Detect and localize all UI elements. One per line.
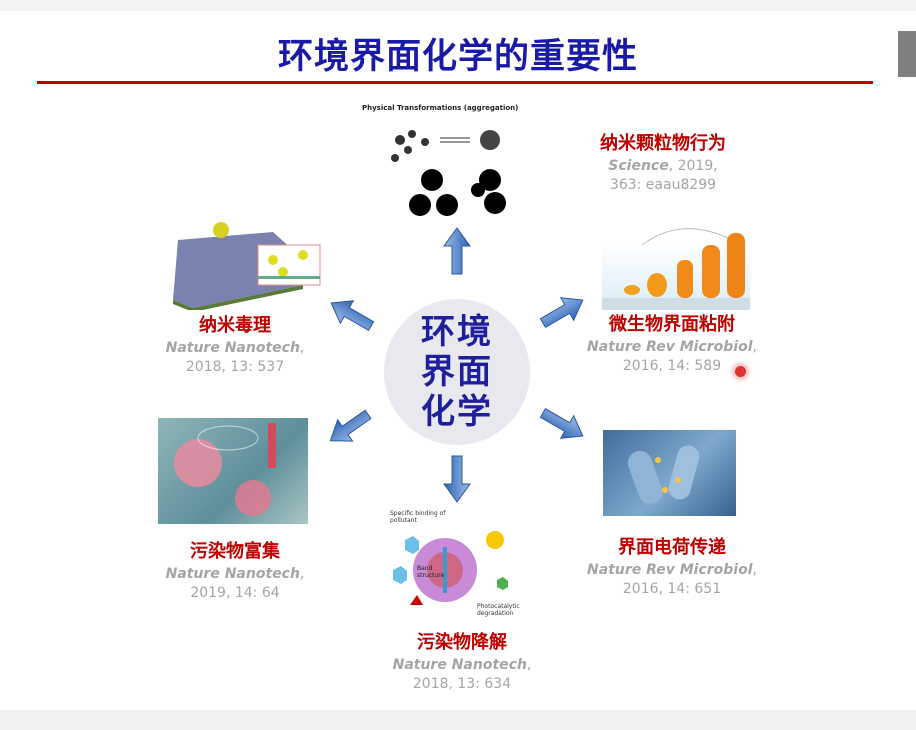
topic-nanotoxicology: 纳米毒理 Nature Nanotech, 2018, 13: 537 (135, 315, 335, 377)
topic-nanoparticle-behavior: 纳米颗粒物行为 Science, 2019, 363: eaau8299 (563, 133, 763, 195)
topic-title: 污染物富集 (190, 541, 280, 562)
charge-transfer-figure (603, 430, 736, 516)
center-circle: 环境 界面 化学 (384, 299, 530, 445)
top-bar (0, 0, 916, 11)
citation: , (752, 339, 757, 355)
arrow-down-icon (443, 455, 471, 503)
arrow-lower-left-icon (322, 403, 376, 452)
bottom-bar (0, 710, 916, 730)
journal: Nature Nanotech (165, 566, 300, 582)
nanotoxicity-figure (163, 210, 323, 310)
slide-title: 环境界面化学的重要性 (277, 37, 638, 77)
figure-label: Photocatalytic degradation (477, 603, 520, 617)
figure-caption: Physical Transformations (aggregation) (362, 104, 519, 112)
center-line: 化学 (421, 392, 493, 432)
pointer-indicator (735, 366, 746, 377)
topic-title: 微生物界面粘附 (609, 314, 735, 335)
aggregation-figure: Physical Transformations (aggregation) (350, 100, 535, 225)
arrow-up-icon (443, 227, 471, 275)
center-line: 环境 (421, 312, 493, 352)
side-scroll-handle[interactable] (898, 31, 916, 77)
citation-detail: 2018, 13: 537 (185, 359, 285, 375)
citation: , (299, 340, 305, 356)
pollutant-enrichment-figure (158, 418, 308, 524)
citation: , (752, 562, 757, 578)
arrow-lower-right-icon (535, 401, 590, 448)
citation: , 2019, (668, 158, 718, 174)
citation: , (299, 566, 305, 582)
title-divider (37, 81, 873, 84)
topic-pollutant-enrichment: 污染物富集 Nature Nanotech, 2019, 14: 64 (135, 541, 335, 603)
citation-detail: 2019, 14: 64 (190, 585, 280, 601)
topic-title: 界面电荷传递 (618, 537, 726, 558)
center-line: 界面 (421, 352, 493, 392)
journal: Nature Rev Microbiol (587, 562, 753, 578)
citation: , (526, 657, 532, 673)
citation-detail: 2016, 14: 651 (622, 581, 722, 597)
topic-pollutant-degradation: 污染物降解 Nature Nanotech, 2018, 13: 634 (362, 632, 562, 694)
citation-detail: 363: eaau8299 (609, 177, 717, 193)
pollutant-degradation-figure: Specific binding of pollutant Band struc… (385, 505, 535, 623)
journal: Nature Nanotech (165, 340, 300, 356)
journal: Nature Rev Microbiol (587, 339, 753, 355)
microbial-adhesion-figure (602, 215, 750, 310)
topic-title: 纳米颗粒物行为 (600, 133, 726, 154)
citation-detail: 2018, 13: 634 (412, 676, 512, 692)
figure-label: Specific binding of pollutant (390, 510, 446, 524)
topic-interfacial-charge-transfer: 界面电荷传递 Nature Rev Microbiol, 2016, 14: 6… (572, 537, 772, 599)
journal: Science (608, 158, 669, 174)
topic-title: 纳米毒理 (199, 315, 271, 336)
journal: Nature Nanotech (392, 657, 527, 673)
citation-detail: 2016, 14: 589 (622, 358, 722, 374)
topic-microbial-adhesion: 微生物界面粘附 Nature Rev Microbiol, 2016, 14: … (572, 314, 772, 376)
figure-label: Band structure (417, 565, 445, 579)
topic-title: 污染物降解 (417, 632, 507, 653)
